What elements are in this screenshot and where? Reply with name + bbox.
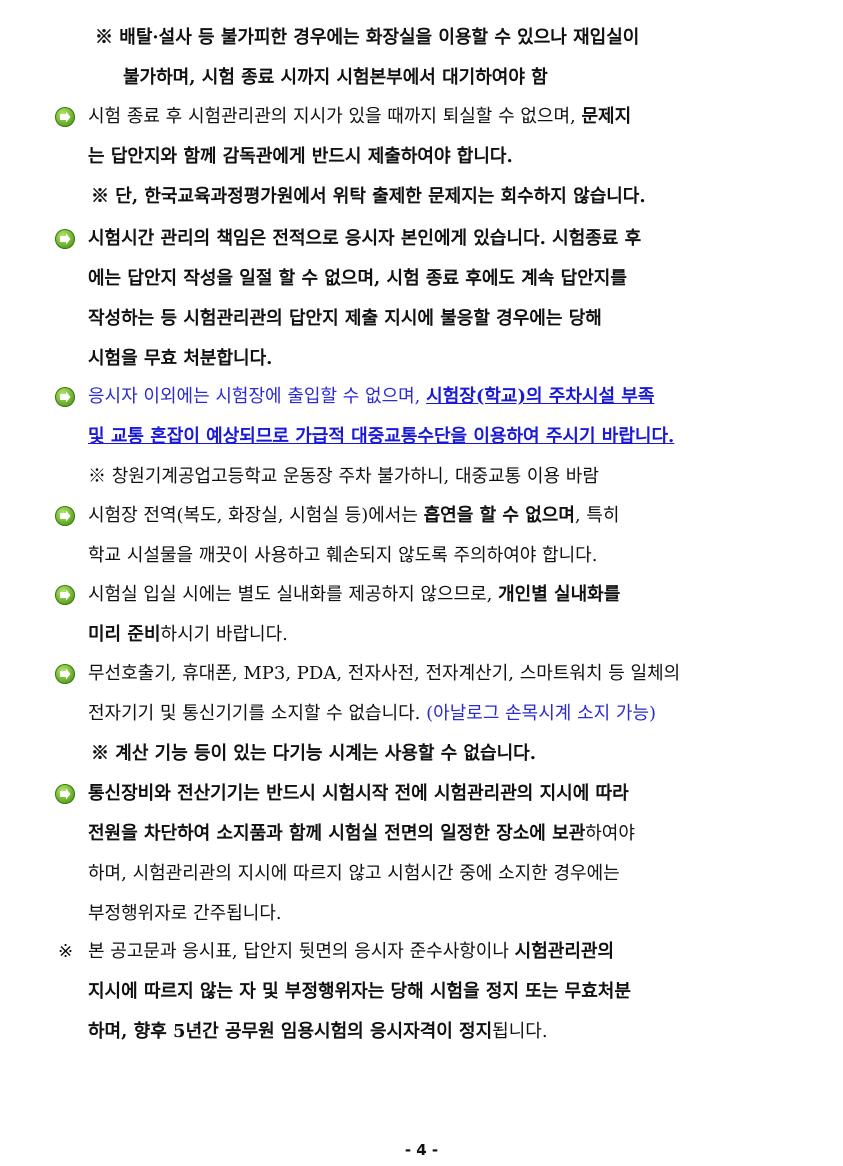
text: 하여야 [585, 823, 635, 844]
item-indoor-shoes: 시험실 입실 시에는 별도 실내화를 제공하지 않으므로, 개인별 실내화를 미… [88, 575, 620, 655]
green-circle-arrow-icon [55, 585, 75, 605]
text: 시험실 입실 시에는 별도 실내화를 제공하지 않으므로, [88, 584, 499, 605]
parking-notice-link: 시험장(학교)의 주차시설 부족 [426, 386, 655, 407]
text: 시험장 전역(복도, 화장실, 시험실 등)에서는 [88, 505, 424, 526]
text-bold: 전원을 차단하여 소지품과 함께 시험실 전면의 일정한 장소에 보관 [88, 823, 586, 844]
text-bold: 하며, 향후 5년간 공무원 임용시험의 응시자격이 정지 [88, 1021, 493, 1042]
item-time-responsibility: 시험시간 관리의 책임은 전적으로 응시자 본인에게 있습니다. 시험종료 후 … [88, 219, 641, 379]
text: 무선호출기, 휴대폰, MP3, PDA, 전자사전, 전자계산기, 스마트워치… [88, 663, 681, 684]
text: 됩니다. [492, 1021, 548, 1042]
green-circle-arrow-icon [55, 229, 75, 249]
item-exit-rules: 시험 종료 후 시험관리관의 지시가 있을 때까지 퇴실할 수 없으며, 문제지… [88, 97, 646, 217]
text-bold: 지시에 따르지 않는 자 및 부정행위자는 당해 시험을 정지 또는 무효처분 [88, 981, 631, 1002]
text-bold: 에는 답안지 작성을 일절 할 수 없으며, 시험 종료 후에도 계속 답안지를 [88, 268, 627, 289]
parking-notice-link: 및 교통 혼잡이 예상되므로 가급적 대중교통수단을 이용하여 주시기 바랍니다… [88, 426, 675, 447]
text-bold: 개인별 실내화를 [498, 584, 621, 605]
note-line: ※ 배탈·설사 등 불가피한 경우에는 화장실을 이용할 수 있으나 재입실이 [95, 27, 640, 48]
text-bold: 문제지 [581, 106, 632, 127]
text: 시험 종료 후 시험관리관의 지시가 있을 때까지 퇴실할 수 없으며, [88, 106, 582, 127]
green-circle-arrow-icon [55, 387, 75, 407]
green-circle-arrow-icon [55, 506, 75, 526]
text-bold: 작성하는 등 시험관리관의 답안지 제출 지시에 불응할 경우에는 당해 [88, 308, 602, 329]
text: 하며, 시험관리관의 지시에 따르지 않고 시험시간 중에 소지한 경우에는 [88, 863, 620, 884]
text: 전자기기 및 통신기기를 소지할 수 없습니다. [88, 703, 427, 724]
final-warning: 본 공고문과 응시표, 답안지 뒷면의 응시자 준수사항이나 시험관리관의 지시… [88, 932, 631, 1052]
note-restroom: ※ 배탈·설사 등 불가피한 경우에는 화장실을 이용할 수 있으나 재입실이 … [95, 18, 639, 98]
text-bold: 는 답안지와 함께 감독관에게 반드시 제출하여야 합니다. [88, 146, 513, 167]
item-electronics: 무선호출기, 휴대폰, MP3, PDA, 전자사전, 전자계산기, 스마트워치… [88, 654, 680, 774]
green-circle-arrow-icon [55, 107, 75, 127]
green-circle-arrow-icon [55, 664, 75, 684]
reference-mark: ※ [58, 941, 74, 962]
text-bold: 흡연을 할 수 없으며 [423, 505, 575, 526]
item-no-smoking: 시험장 전역(복도, 화장실, 시험실 등)에서는 흡연을 할 수 없으며, 특… [88, 496, 619, 576]
note-line: ※ 창원기계공업고등학교 운동장 주차 불가하니, 대중교통 이용 바람 [88, 466, 599, 487]
text: 하시기 바랍니다. [160, 624, 288, 645]
text: 본 공고문과 응시표, 답안지 뒷면의 응시자 준수사항이나 [88, 941, 515, 962]
text-bold: 시험을 무효 처분합니다. [88, 348, 273, 369]
text-bold: 시험관리관의 [514, 941, 615, 962]
green-circle-arrow-icon [55, 784, 75, 804]
note-line: 불가하며, 시험 종료 시까지 시험본부에서 대기하여야 함 [123, 67, 548, 88]
text-bold: 시험시간 관리의 책임은 전적으로 응시자 본인에게 있습니다. 시험종료 후 [88, 228, 642, 249]
text-blue: 응시자 이외에는 시험장에 출입할 수 없으며, [88, 386, 427, 407]
text-blue: (아날로그 손목시계 소지 가능) [426, 703, 657, 724]
note-line: ※ 계산 기능 등이 있는 다기능 시계는 사용할 수 없습니다. [91, 743, 536, 764]
text: , 특히 [574, 505, 620, 526]
item-device-storage: 통신장비와 전산기기는 반드시 시험시작 전에 시험관리관의 지시에 따라 전원… [88, 774, 635, 934]
text: 학교 시설물을 깨끗이 사용하고 훼손되지 않도록 주의하여야 합니다. [88, 545, 598, 566]
item-parking: 응시자 이외에는 시험장에 출입할 수 없으며, 시험장(학교)의 주차시설 부… [88, 377, 674, 497]
text: 부정행위자로 간주됩니다. [88, 903, 282, 924]
note-line: ※ 단, 한국교육과정평가원에서 위탁 출제한 문제지는 회수하지 않습니다. [91, 186, 646, 207]
text-bold: 통신장비와 전산기기는 반드시 시험시작 전에 시험관리관의 지시에 따라 [88, 783, 629, 804]
page-number: - 4 - [404, 1141, 439, 1159]
text-bold: 미리 준비 [88, 624, 161, 645]
